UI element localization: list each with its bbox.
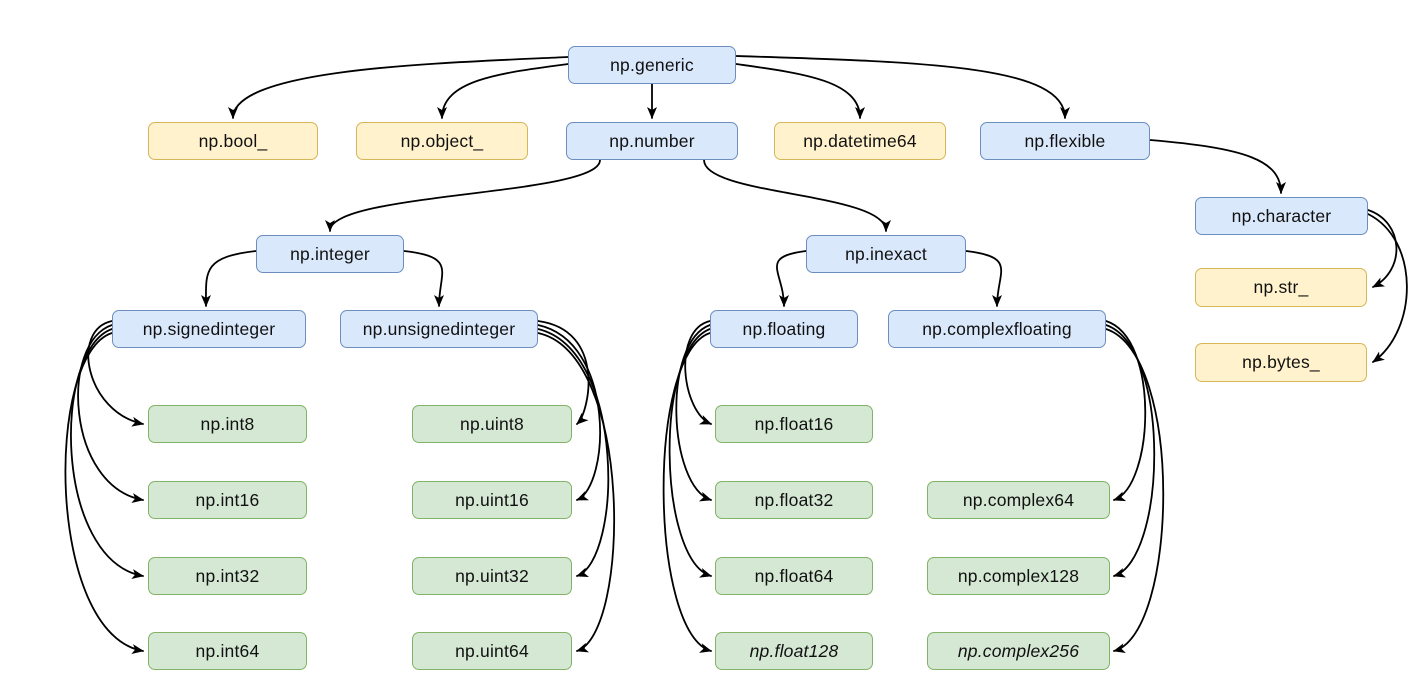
edge-np-floating-to-np-float16 bbox=[684, 320, 712, 425]
node-label-np-complex128: np.complex128 bbox=[957, 565, 1080, 586]
edge-np-integer-to-np-signedinteger bbox=[200, 250, 257, 307]
edge-np-flexible-to-np-character bbox=[1149, 139, 1286, 194]
node-label-np-uint8: np.uint8 bbox=[460, 413, 524, 434]
node-np-uint64: np.uint64 bbox=[412, 632, 572, 670]
node-label-np-object: np.object_ bbox=[400, 130, 484, 151]
edge-np-signedinteger-to-np-int16 bbox=[77, 324, 144, 503]
node-np-complexfloating: np.complexfloating bbox=[888, 310, 1106, 348]
node-np-uint32: np.uint32 bbox=[412, 557, 572, 595]
edge-np-character-to-np-bytes bbox=[1367, 213, 1408, 363]
edge-np-inexact-to-np-complexfloating bbox=[965, 250, 1003, 307]
node-label-np-str: np.str_ bbox=[1253, 277, 1309, 297]
node-np-generic: np.generic bbox=[568, 46, 736, 84]
node-label-np-number: np.number bbox=[609, 130, 695, 151]
edge-np-signedinteger-to-np-int64 bbox=[64, 332, 144, 654]
node-np-character: np.character bbox=[1195, 197, 1368, 235]
node-np-float16: np.float16 bbox=[715, 405, 873, 443]
node-np-uint16: np.uint16 bbox=[412, 481, 572, 519]
edge-np-number-to-np-integer bbox=[325, 159, 601, 232]
node-np-complex64: np.complex64 bbox=[927, 481, 1110, 519]
node-np-flexible: np.flexible bbox=[980, 122, 1150, 160]
node-label-np-complexfloating: np.complexfloating bbox=[922, 318, 1072, 339]
node-np-float64: np.float64 bbox=[715, 557, 873, 595]
node-np-unsignedinteger: np.unsignedinteger bbox=[340, 310, 538, 348]
node-np-str: np.str_ bbox=[1195, 268, 1367, 307]
node-np-int8: np.int8 bbox=[148, 405, 307, 443]
node-label-np-uint32: np.uint32 bbox=[455, 565, 529, 586]
node-label-np-int64: np.int64 bbox=[195, 640, 260, 661]
node-label-np-uint16: np.uint16 bbox=[455, 489, 529, 510]
edge-np-unsignedinteger-to-np-uint64 bbox=[537, 332, 616, 653]
node-label-np-floating: np.floating bbox=[742, 318, 826, 339]
node-np-int32: np.int32 bbox=[148, 557, 307, 595]
node-label-np-float16: np.float16 bbox=[754, 413, 834, 434]
node-label-np-unsignedinteger: np.unsignedinteger bbox=[362, 318, 516, 339]
node-label-np-int8: np.int8 bbox=[200, 413, 255, 434]
node-label-np-complex64: np.complex64 bbox=[962, 489, 1075, 510]
node-label-np-inexact: np.inexact bbox=[845, 243, 927, 264]
node-np-inexact: np.inexact bbox=[806, 235, 966, 273]
node-label-np-complex256: np.complex256 bbox=[957, 640, 1080, 661]
node-np-uint8: np.uint8 bbox=[412, 405, 572, 443]
node-np-object: np.object_ bbox=[356, 122, 528, 160]
node-label-np-float64: np.float64 bbox=[754, 565, 834, 586]
edge-np-signedinteger-to-np-int8 bbox=[87, 320, 144, 427]
node-label-np-uint64: np.uint64 bbox=[455, 640, 529, 661]
node-label-np-bytes: np.bytes_ bbox=[1242, 352, 1320, 372]
edge-np-generic-to-np-flexible bbox=[735, 55, 1070, 119]
edge-np-generic-to-np-object bbox=[437, 63, 569, 119]
edge-np-floating-to-np-float128 bbox=[662, 332, 712, 653]
edge-np-number-to-np-inexact bbox=[703, 159, 891, 232]
node-label-np-character: np.character bbox=[1231, 205, 1332, 226]
edge-np-complexfloating-to-np-complex128 bbox=[1105, 324, 1156, 578]
edge-np-floating-to-np-float64 bbox=[668, 328, 712, 578]
node-np-int16: np.int16 bbox=[148, 481, 307, 519]
edge-np-integer-to-np-unsignedinteger bbox=[403, 250, 445, 307]
edge-np-signedinteger-to-np-int32 bbox=[70, 328, 144, 579]
node-label-np-generic: np.generic bbox=[610, 54, 694, 75]
node-np-float32: np.float32 bbox=[715, 481, 873, 519]
node-np-bool: np.bool_ bbox=[148, 122, 318, 160]
node-np-signedinteger: np.signedinteger bbox=[112, 310, 306, 348]
node-np-float128: np.float128 bbox=[715, 632, 873, 670]
edge-np-character-to-np-str bbox=[1367, 209, 1398, 288]
node-label-np-int16: np.int16 bbox=[195, 489, 260, 510]
edge-np-unsignedinteger-to-np-uint16 bbox=[537, 324, 601, 501]
edges-group bbox=[64, 55, 1408, 654]
edge-np-unsignedinteger-to-np-uint32 bbox=[537, 328, 610, 577]
edge-np-floating-to-np-float32 bbox=[675, 324, 712, 502]
node-np-datetime64: np.datetime64 bbox=[774, 122, 946, 160]
edge-np-complexfloating-to-np-complex64 bbox=[1105, 320, 1147, 502]
node-label-np-bool: np.bool_ bbox=[198, 130, 268, 151]
node-label-np-float128: np.float128 bbox=[749, 640, 839, 661]
node-np-floating: np.floating bbox=[710, 310, 858, 348]
edge-np-complexfloating-to-np-complex256 bbox=[1105, 328, 1165, 653]
edge-np-generic-to-np-bool bbox=[228, 56, 569, 119]
node-label-np-integer: np.integer bbox=[290, 243, 370, 264]
edge-np-inexact-to-np-floating bbox=[776, 250, 807, 307]
node-label-np-datetime64: np.datetime64 bbox=[803, 130, 917, 151]
node-np-number: np.number bbox=[566, 122, 738, 160]
node-np-int64: np.int64 bbox=[148, 632, 307, 670]
node-np-complex256: np.complex256 bbox=[927, 632, 1110, 670]
node-label-np-float32: np.float32 bbox=[754, 489, 834, 510]
node-label-np-signedinteger: np.signedinteger bbox=[142, 318, 276, 339]
edge-np-generic-to-np-datetime64 bbox=[735, 63, 865, 119]
node-np-complex128: np.complex128 bbox=[927, 557, 1110, 595]
node-label-np-flexible: np.flexible bbox=[1024, 130, 1106, 151]
node-label-np-int32: np.int32 bbox=[195, 565, 260, 586]
node-np-integer: np.integer bbox=[256, 235, 404, 273]
node-np-bytes: np.bytes_ bbox=[1195, 343, 1367, 382]
